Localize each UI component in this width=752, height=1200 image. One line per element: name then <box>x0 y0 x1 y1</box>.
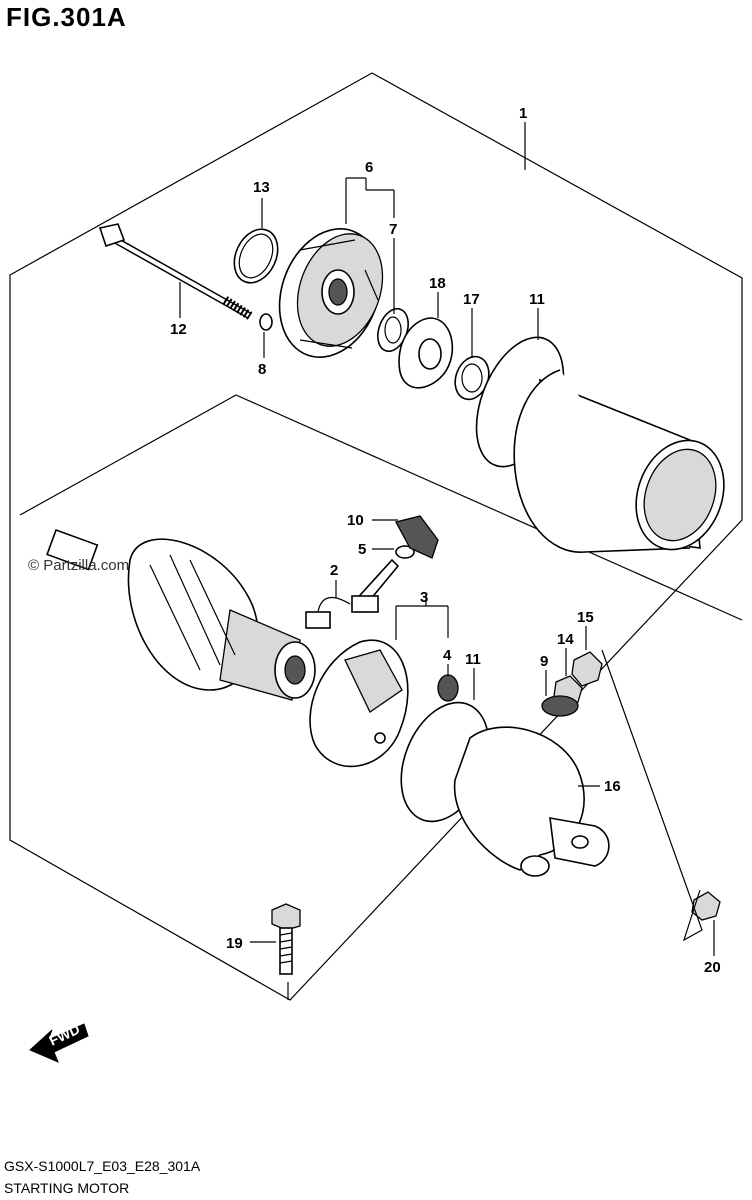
figure-title: FIG.301A <box>6 2 127 32</box>
o-ring-part <box>233 228 279 284</box>
brush-holder-part <box>309 639 409 768</box>
rear-housing-part <box>453 726 610 877</box>
callout-11-upper: 11 <box>529 291 545 308</box>
bushing-part <box>541 695 579 717</box>
watermark-text: © Partzilla.com <box>28 557 129 574</box>
assembly-frame-outline <box>9 72 743 1001</box>
through-bolt-part <box>98 223 253 320</box>
washer-part <box>259 313 273 331</box>
yoke-housing-part <box>513 369 725 553</box>
callout-18: 18 <box>429 275 446 292</box>
callout-1: 1 <box>519 105 527 122</box>
front-housing-part <box>278 228 384 358</box>
mounting-bolt-part <box>271 903 301 975</box>
leader-lines <box>179 122 715 1000</box>
armature-part <box>46 528 316 701</box>
callout-12: 12 <box>170 321 187 338</box>
bearing-part <box>437 674 459 702</box>
brush-terminal-part <box>305 558 400 629</box>
callout-13: 13 <box>253 179 270 196</box>
callout-10: 10 <box>347 512 364 529</box>
figure-name: STARTING MOTOR <box>4 1180 130 1196</box>
callout-3: 3 <box>420 589 428 606</box>
callout-11-lower: 11 <box>465 651 481 668</box>
callout-20: 20 <box>704 959 721 976</box>
figure-code: GSX-S1000L7_E03_E28_301A <box>4 1158 201 1174</box>
lock-plate-part <box>398 317 454 389</box>
callout-4: 4 <box>443 647 452 664</box>
callout-16: 16 <box>604 778 621 795</box>
nut-part <box>571 651 603 687</box>
callout-labels: 1 2 3 4 5 6 7 8 9 10 11 11 12 13 14 15 1… <box>170 105 721 976</box>
callout-14: 14 <box>557 631 574 648</box>
callout-5: 5 <box>358 541 366 558</box>
callout-15: 15 <box>577 609 594 626</box>
callout-7: 7 <box>389 221 397 238</box>
lower-nut-part <box>691 891 721 921</box>
callout-17: 17 <box>463 291 480 308</box>
callout-2: 2 <box>330 562 338 579</box>
callout-8: 8 <box>258 361 266 378</box>
callout-9: 9 <box>540 653 548 670</box>
insulator-washer-part <box>395 545 415 559</box>
callout-6: 6 <box>365 159 373 176</box>
callout-19: 19 <box>226 935 243 952</box>
terminal-cover-part <box>395 515 439 559</box>
fwd-direction-badge: FWD <box>29 1021 89 1063</box>
